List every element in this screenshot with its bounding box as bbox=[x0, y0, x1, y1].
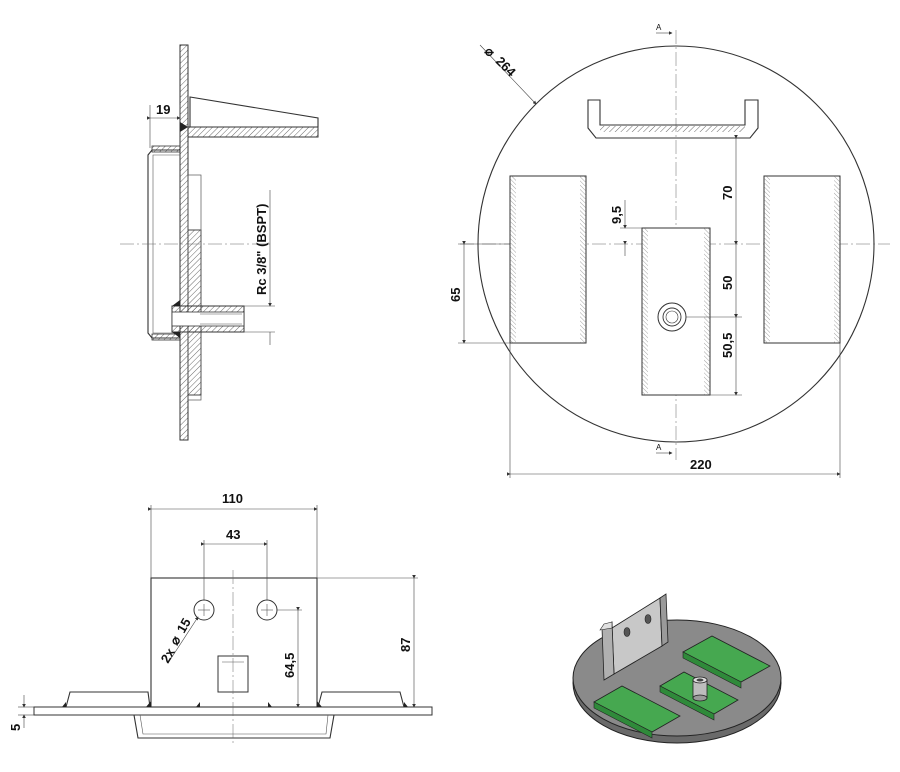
weld-mark bbox=[172, 300, 180, 306]
pad-outline bbox=[187, 174, 202, 401]
section-mark-bottom: A bbox=[656, 443, 662, 452]
dim-64-5: 64,5 bbox=[282, 653, 297, 678]
pad-left bbox=[509, 175, 587, 344]
dim-50-5: 50,5 bbox=[720, 333, 735, 358]
front-view: 110 43 2x ⌀ 15 64,5 87 5 bbox=[8, 491, 433, 745]
top-view: A A ⌀ 264 70 50 50,5 9,5 65 220 bbox=[448, 23, 890, 478]
bracket-top bbox=[587, 99, 759, 139]
weld-mark bbox=[172, 332, 180, 338]
iso-hole bbox=[623, 627, 631, 637]
dim-diameter-symbol: ⌀ bbox=[482, 44, 498, 60]
dim-19: 19 bbox=[156, 102, 170, 117]
thread-label: Rc 3/8" (BSPT) bbox=[254, 204, 269, 295]
dim-5: 5 bbox=[8, 724, 23, 731]
pad-right bbox=[763, 175, 841, 344]
dim-50: 50 bbox=[720, 276, 735, 290]
base-plate-section bbox=[179, 44, 189, 441]
front-pad-right bbox=[317, 691, 405, 708]
iso-bracket bbox=[599, 593, 669, 681]
iso-pad-right bbox=[682, 635, 771, 689]
dim-hole-diameter: 15 bbox=[174, 615, 194, 635]
section-mark-top: A bbox=[656, 23, 662, 32]
bracket-profile bbox=[189, 96, 319, 127]
dim-65: 65 bbox=[448, 288, 463, 302]
dim-diameter: 264 bbox=[493, 54, 519, 80]
front-pad-left bbox=[65, 691, 151, 708]
isometric-view bbox=[572, 593, 782, 744]
dim-9-5: 9,5 bbox=[609, 206, 624, 224]
bracket-section bbox=[187, 126, 319, 138]
iso-hole bbox=[644, 614, 652, 624]
nipple-bore bbox=[171, 311, 245, 327]
dim-87: 87 bbox=[398, 638, 413, 652]
dim-110: 110 bbox=[222, 491, 243, 506]
dim-70: 70 bbox=[720, 186, 735, 200]
iso-nipple bbox=[692, 676, 708, 702]
dim-220: 220 bbox=[690, 457, 712, 472]
front-dish bbox=[133, 714, 335, 739]
side-section-view: 19 Rc 3/8" (BSPT) bbox=[120, 44, 319, 441]
weld-mark bbox=[180, 122, 188, 132]
dish-bottom-hatch bbox=[151, 333, 181, 341]
iso-pad-left bbox=[593, 685, 681, 739]
nipple-top bbox=[657, 302, 687, 332]
dim-43: 43 bbox=[226, 527, 240, 542]
dish-top-hatch bbox=[151, 145, 181, 153]
